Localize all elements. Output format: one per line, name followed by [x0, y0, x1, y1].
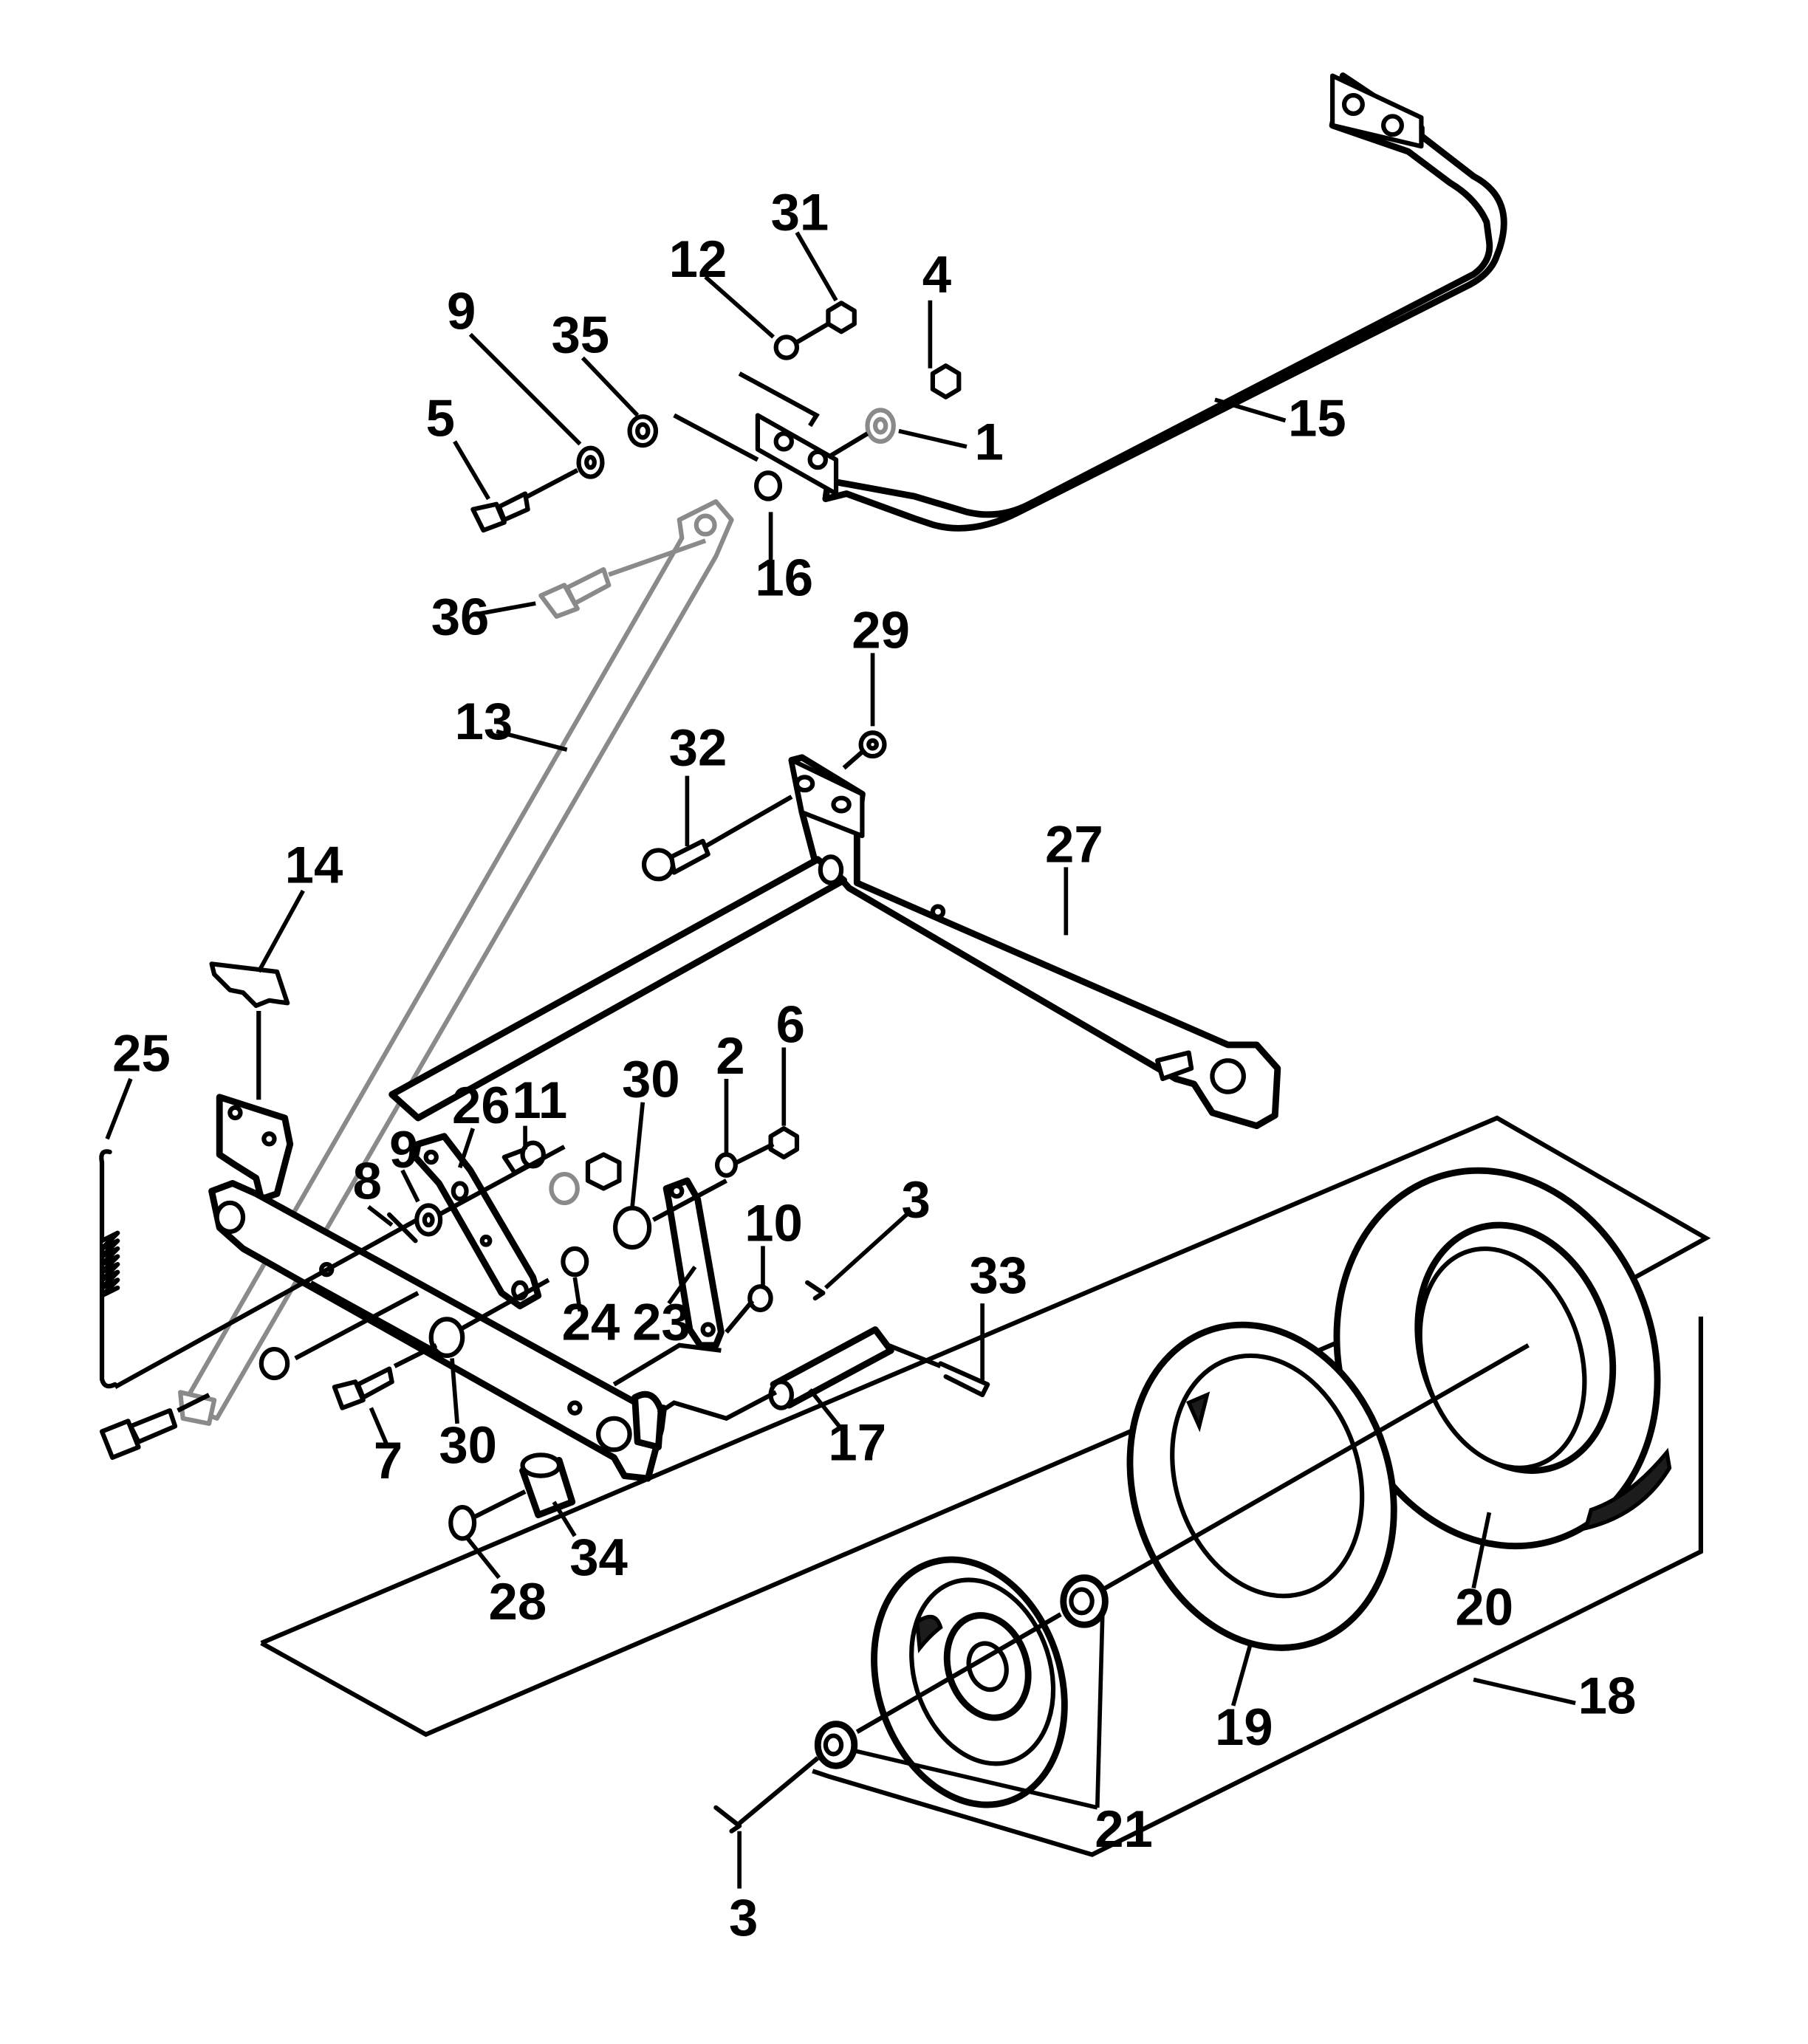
bolt-32 [641, 838, 710, 882]
callout-3-lower: 3 [729, 1888, 758, 1947]
tire-20 [1333, 1167, 1672, 1550]
callout-17: 17 [828, 1413, 886, 1471]
callout-34: 34 [569, 1528, 628, 1586]
callout-3-upper: 3 [901, 1170, 930, 1228]
callout-32: 32 [669, 718, 727, 776]
callout-2: 2 [716, 1026, 744, 1085]
callout-1: 1 [975, 413, 1004, 471]
callout-26: 26 [452, 1076, 510, 1134]
callout-28: 28 [489, 1572, 547, 1630]
pin-8 [387, 1212, 418, 1244]
bushing-35 [627, 414, 659, 448]
callout-5: 5 [426, 389, 455, 447]
spacer-34 [519, 1453, 576, 1519]
spacer-12 [773, 335, 800, 360]
link-arm-26 [412, 1133, 542, 1310]
axle-frame-27 [388, 754, 1281, 1130]
callout-24: 24 [562, 1293, 620, 1351]
callout-31: 31 [771, 182, 829, 241]
nut-left [258, 1346, 290, 1381]
callout-12: 12 [669, 230, 727, 288]
callout-9-lower: 9 [389, 1120, 418, 1179]
callout-13: 13 [455, 692, 513, 750]
rod-13 [178, 499, 734, 1426]
hardware-pair [549, 1152, 622, 1206]
callout-7: 7 [374, 1431, 403, 1489]
callout-35: 35 [551, 306, 609, 364]
callout-15: 15 [1288, 389, 1346, 447]
callout-21: 21 [1095, 1800, 1153, 1858]
callout-16: 16 [755, 549, 813, 607]
washer-10 [747, 1284, 773, 1313]
callout-8: 8 [353, 1152, 382, 1210]
link-23 [662, 1177, 725, 1349]
hairpin-33 [938, 1361, 990, 1398]
washer-1 [865, 408, 896, 444]
callout-27: 27 [1045, 814, 1103, 873]
leader-lines [105, 231, 1576, 1889]
cotter-3-lower [713, 1805, 742, 1834]
callout-33: 33 [969, 1246, 1027, 1304]
washer-9-top [576, 445, 605, 479]
callout-23: 23 [632, 1293, 691, 1351]
clip-28 [448, 1504, 477, 1541]
bearing-21-back [1060, 1574, 1109, 1628]
nut-4 [930, 363, 962, 399]
nut-31 [826, 301, 857, 335]
axle-17 [768, 1326, 894, 1410]
callout-4: 4 [922, 245, 951, 303]
cotter-3-upper [805, 1280, 826, 1301]
clip-14 [209, 961, 290, 1008]
rim-wheel [871, 1556, 1068, 1808]
callout-20: 20 [1455, 1577, 1513, 1636]
washer-9-lower [414, 1203, 443, 1237]
washer-30-upper [613, 1205, 652, 1250]
handle-bar-part [755, 72, 1507, 532]
callout-25: 25 [112, 1023, 171, 1082]
bushing-24 [561, 1246, 589, 1278]
spring-25 [99, 1149, 120, 1389]
washer-30-lower [428, 1317, 465, 1358]
callout-30-upper: 30 [622, 1050, 680, 1108]
callout-18: 18 [1578, 1667, 1637, 1725]
bolt-36 [538, 567, 612, 619]
callout-6: 6 [776, 995, 805, 1053]
callout-9-top: 9 [447, 282, 476, 340]
nut-16 [754, 470, 783, 501]
callout-labels: 31 12 4 9 35 5 1 15 16 36 29 32 13 27 14… [112, 182, 1636, 1947]
bolt-7 [332, 1366, 394, 1410]
nut-29 [858, 730, 887, 759]
bolt-left [99, 1408, 178, 1460]
callout-30-lower: 30 [439, 1416, 497, 1474]
callout-36: 36 [431, 588, 490, 646]
tube-19 [1126, 1321, 1397, 1651]
washer-2 [714, 1152, 738, 1178]
callout-29: 29 [852, 600, 910, 659]
callout-10: 10 [744, 1193, 803, 1252]
bearing-21-front [814, 1721, 858, 1769]
callout-19: 19 [1215, 1698, 1273, 1756]
bolt-5 [470, 491, 530, 533]
nut-6 [768, 1126, 800, 1160]
callout-11: 11 [512, 1071, 567, 1129]
callout-14: 14 [285, 836, 343, 894]
